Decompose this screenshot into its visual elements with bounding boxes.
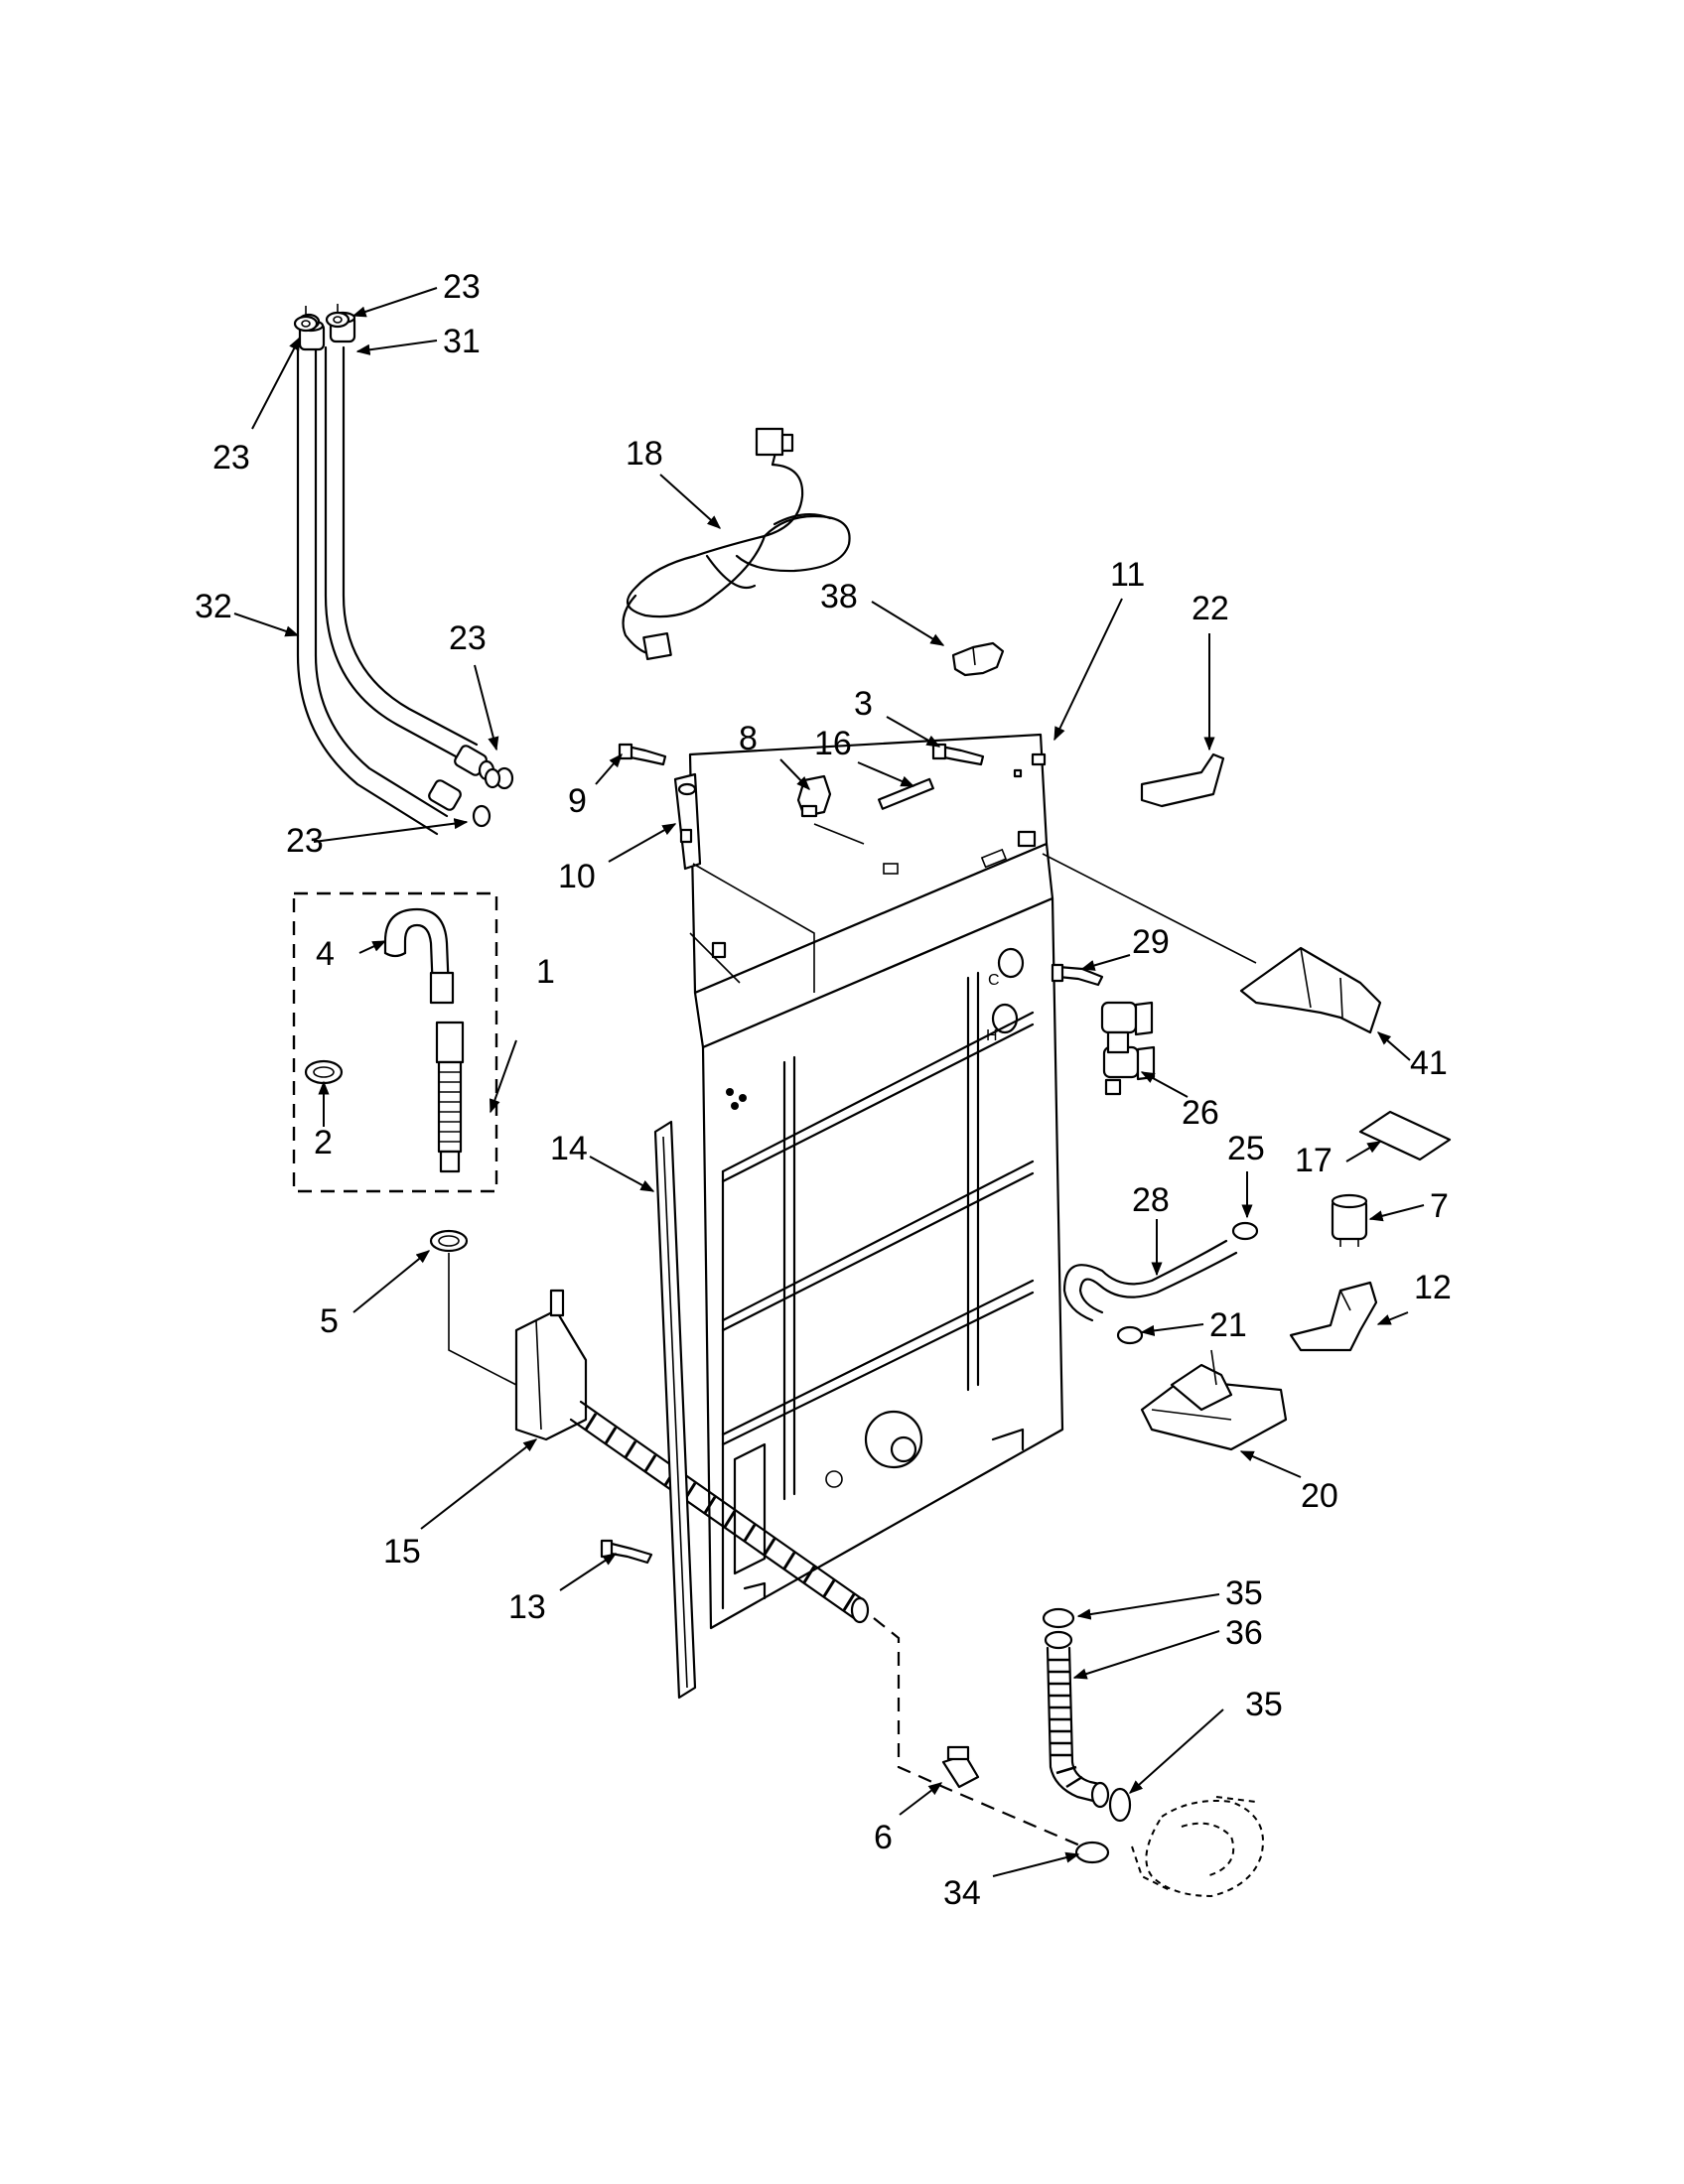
callout-34: 34 [943,1874,981,1912]
callout-15: 15 [383,1533,421,1570]
callout-23-top-right: 23 [443,268,481,306]
callout-20: 20 [1301,1477,1338,1515]
callout-3: 3 [854,685,873,723]
callout-10: 10 [558,858,596,895]
callout-41: 41 [1410,1044,1448,1082]
svg-text:H: H [986,1027,998,1044]
inlet-hoses [293,304,514,836]
screw-3 [931,743,985,766]
svg-text:C: C [988,972,1000,989]
callout-21: 21 [1209,1306,1247,1344]
clip-38 [951,641,1005,677]
callout-23-top-left: 23 [212,439,250,477]
callout-36: 36 [1225,1614,1263,1652]
clamp-25 [1231,1221,1259,1241]
callout-7: 7 [1430,1187,1449,1225]
callout-35-bottom: 35 [1245,1686,1283,1723]
strip-14 [653,1120,697,1700]
callout-1: 1 [536,953,555,991]
callout-13: 13 [508,1588,546,1626]
callout-5: 5 [320,1302,339,1340]
bracket-15 [514,1289,588,1441]
callout-14: 14 [550,1130,588,1167]
callout-18: 18 [626,435,663,473]
kit-1 [292,891,498,1193]
power-cord [622,427,851,661]
callout-4: 4 [316,935,335,973]
bracket-12 [1289,1281,1378,1352]
screw-13 [600,1539,653,1565]
rear-panel: C H [688,733,1064,1630]
leader-lines [233,287,1425,1877]
clamp-6 [941,1745,980,1789]
hose-4 [383,907,455,1005]
callout-17: 17 [1295,1142,1333,1179]
hose-28 [1062,1239,1238,1322]
drain-hose [569,1400,870,1624]
callout-29: 29 [1132,923,1170,961]
callout-28: 28 [1132,1181,1170,1219]
callout-23-mid: 23 [449,619,487,657]
callout-32: 32 [195,588,232,625]
callout-31: 31 [443,323,481,360]
callout-9: 9 [568,782,587,820]
callout-16: 16 [814,725,852,762]
callout-35-top: 35 [1225,1574,1263,1612]
callout-38: 38 [820,578,858,615]
pump-outline [1131,1796,1264,1898]
callout-26: 26 [1182,1094,1219,1132]
label-17 [1358,1110,1452,1161]
hose-adapter [435,1021,465,1173]
drain-hose-36 [1044,1630,1110,1809]
callout-25: 25 [1227,1130,1265,1167]
callout-11: 11 [1110,556,1145,594]
bracket-41 [1239,946,1382,1034]
water-valve-26 [1100,1001,1156,1096]
clamp-35-bottom [1108,1787,1132,1823]
callout-labels: 23 31 23 32 23 23 18 38 11 22 3 8 16 9 1… [195,268,1452,1912]
clamp-5 [429,1229,469,1253]
clamp-35-top [1042,1607,1075,1629]
callout-6: 6 [874,1819,893,1856]
strap-10 [673,772,702,871]
screw-9 [618,743,667,766]
callout-8: 8 [739,720,758,757]
clamp-21 [1116,1325,1144,1345]
callout-12: 12 [1414,1269,1452,1306]
pressure-switch-20 [1140,1349,1288,1451]
clamp-34 [1074,1841,1110,1864]
capacitor-7 [1331,1193,1368,1247]
clamp-2 [304,1059,344,1085]
callout-23-low: 23 [286,822,324,860]
callout-22: 22 [1192,590,1229,627]
screw-29 [1051,963,1104,987]
callout-2: 2 [314,1124,333,1161]
bracket-22 [1140,752,1225,808]
